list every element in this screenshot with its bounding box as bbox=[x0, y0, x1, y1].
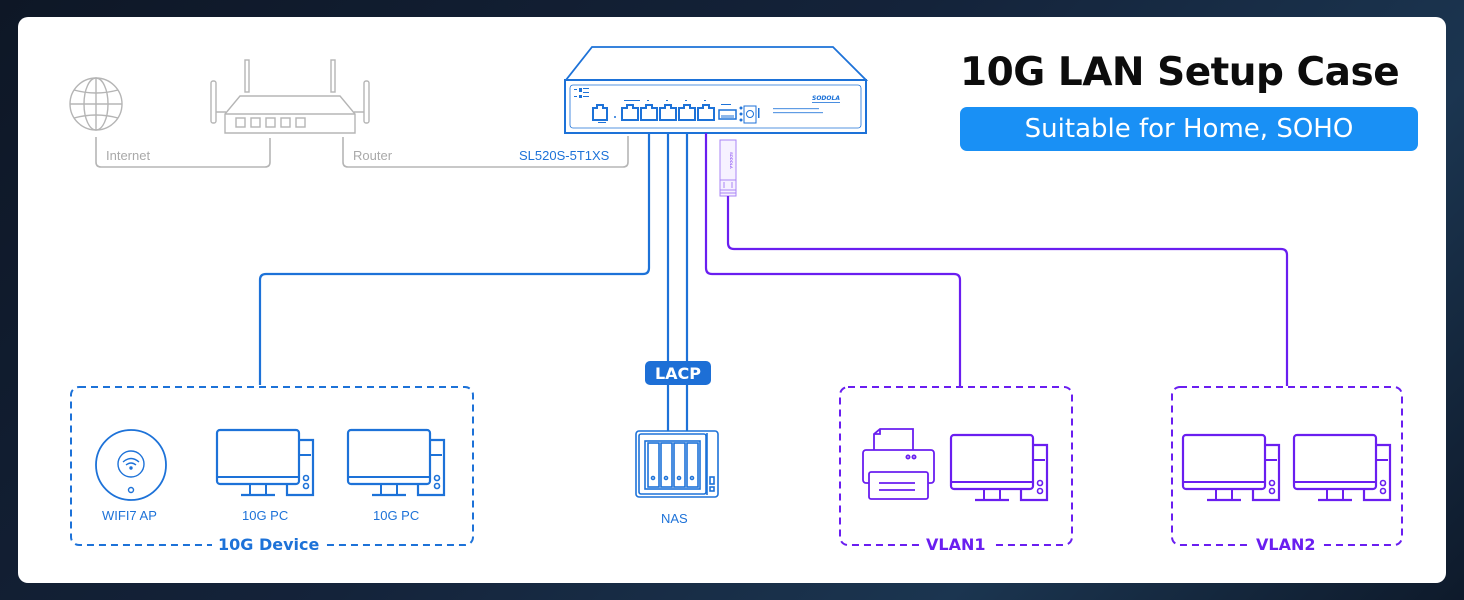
router-switch-link bbox=[342, 136, 629, 168]
desktop-pc-icon bbox=[215, 428, 315, 497]
nas-label: NAS bbox=[661, 511, 688, 526]
pc-label: 10G PC bbox=[242, 508, 289, 523]
pc-label: 10G PC bbox=[373, 508, 420, 523]
page-title: 10G LAN Setup Case bbox=[960, 50, 1400, 95]
switch-vlan2-link bbox=[726, 196, 1289, 386]
switch-brand-logo: SODOLA bbox=[812, 95, 840, 102]
printer-icon bbox=[862, 428, 935, 500]
internet-router-link bbox=[95, 137, 271, 168]
router-icon bbox=[210, 59, 370, 134]
nas-icon bbox=[635, 430, 719, 498]
vlan2-group-frame bbox=[1171, 386, 1403, 546]
svg-text:SODOLA: SODOLA bbox=[729, 152, 734, 169]
switch-device: SODOLA bbox=[564, 46, 869, 134]
desktop-pc-icon bbox=[949, 433, 1049, 502]
vlan2-group-label: VLAN2 bbox=[1250, 535, 1322, 554]
desktop-pc-icon bbox=[1292, 433, 1392, 502]
globe-icon bbox=[69, 77, 123, 131]
sfp-module-icon: SODOLA bbox=[719, 139, 737, 197]
lacp-badge: LACP bbox=[645, 361, 711, 385]
subtitle-badge: Suitable for Home, SOHO bbox=[960, 107, 1418, 151]
network-diagram: SODOLA SODOLA bbox=[69, 46, 1403, 546]
switch-10g-device-link bbox=[258, 133, 651, 385]
diagram-card: SODOLA SODOLA bbox=[18, 17, 1446, 583]
internet-label: Internet bbox=[106, 148, 151, 163]
router-label: Router bbox=[353, 148, 393, 163]
switch-model-label: SL520S-5T1XS bbox=[519, 148, 610, 163]
desktop-pc-icon bbox=[346, 428, 446, 497]
vlan1-group-label: VLAN1 bbox=[920, 535, 992, 554]
wifi-ap-label: WIFI7 AP bbox=[102, 508, 157, 523]
vlan1-group-frame bbox=[839, 386, 1073, 546]
switch-vlan1-link bbox=[704, 133, 962, 386]
desktop-pc-icon bbox=[1181, 433, 1281, 502]
wifi-ap-icon bbox=[95, 429, 167, 501]
10g-device-group-label: 10G Device bbox=[212, 535, 326, 554]
